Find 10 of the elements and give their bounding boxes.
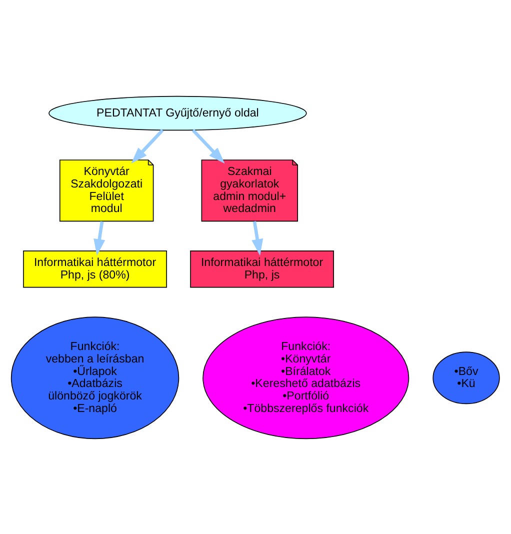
node-ellipse: PEDTANTAT Gyűjtő/ernyő oldal <box>48 95 307 130</box>
node-ellipse: Funkciók: vebben a leírásban •Űrlapok •Adatbázis ülönböző jogkörök •E-napló <box>10 316 180 439</box>
node-ellipse: •Bőv •Kü <box>432 351 500 404</box>
arrow <box>252 220 264 256</box>
node-box: Informatikai háttérmotor Php, js <box>190 250 334 288</box>
arrow <box>94 220 106 256</box>
node-ellipse: Funkciók: •Könyvtár •Bírálatok •Kereshető adatbázis •Portfólió •Többszereplős funkciók <box>202 316 410 439</box>
arrow <box>192 128 225 164</box>
node-box: Informatikai háttérmotor Php, js (80%) <box>23 250 167 288</box>
arrow <box>131 128 164 164</box>
